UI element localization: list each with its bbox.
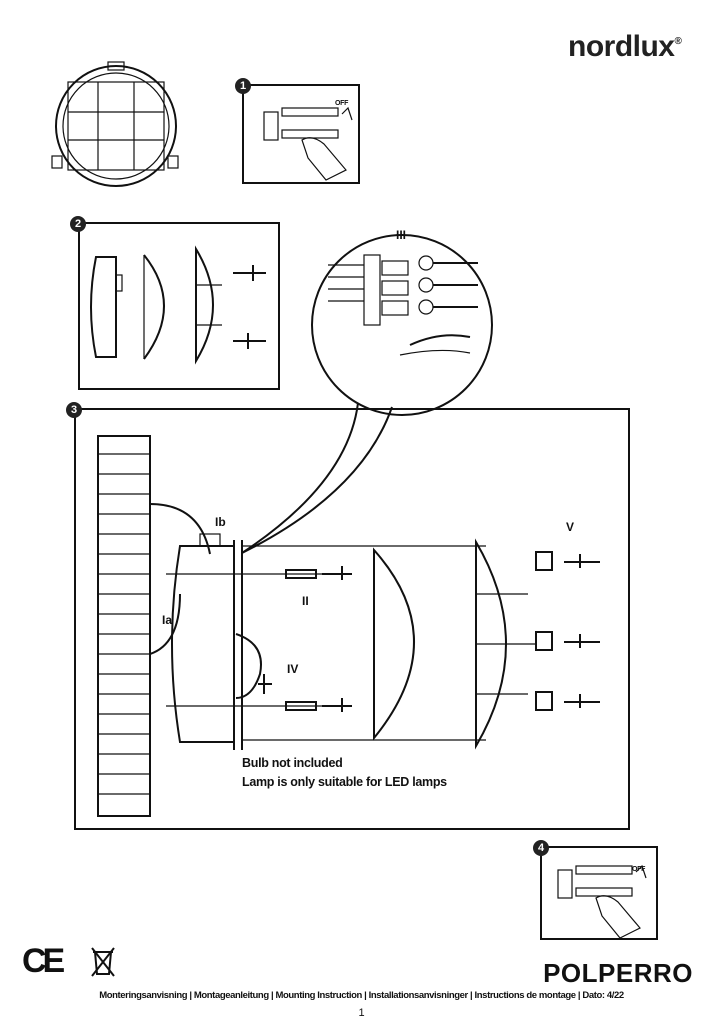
screws-label: II [302,594,309,608]
cable-label-b: Ib [215,515,226,529]
product-lamp-illustration [51,61,179,187]
step-3-badge: 3 [66,402,82,418]
step-3-box [74,408,630,830]
ce-mark: CE [22,942,65,980]
power-off-hand-illustration [263,106,353,181]
step-1-badge: 1 [235,78,251,94]
brand-name: nordlux [568,30,675,63]
screw-caps-label: V [566,520,575,534]
footer-languages: Monteringsanvisning | Montageanleitung |… [99,990,624,1001]
product-name: POLPERRO [543,958,693,988]
note-led-only: Lamp is only suitable for LED lamps [242,775,447,789]
page-number: 1 [358,1007,365,1019]
step-1-box [242,84,360,184]
mounting-assembly-illustration [97,435,600,817]
step-2-badge: 2 [70,216,86,232]
brand-logo: nordlux® [568,30,682,64]
step-2-box [78,222,280,390]
disassembly-illustration [90,245,266,365]
step-4-badge: 4 [533,840,549,856]
note-bulb-not-included: Bulb not included [242,756,343,770]
wiring-label: III [396,228,407,242]
cable-label-a: Ia [162,613,173,627]
off-label-step-1: OFF [335,100,349,107]
step-4-box [540,846,658,940]
power-on-hand-illustration [557,864,647,939]
brand-mark: ® [674,36,682,47]
bulb-label: IV [287,662,299,676]
off-label-step-4: OFF [632,866,646,873]
crossed-bin-icon [91,947,115,977]
